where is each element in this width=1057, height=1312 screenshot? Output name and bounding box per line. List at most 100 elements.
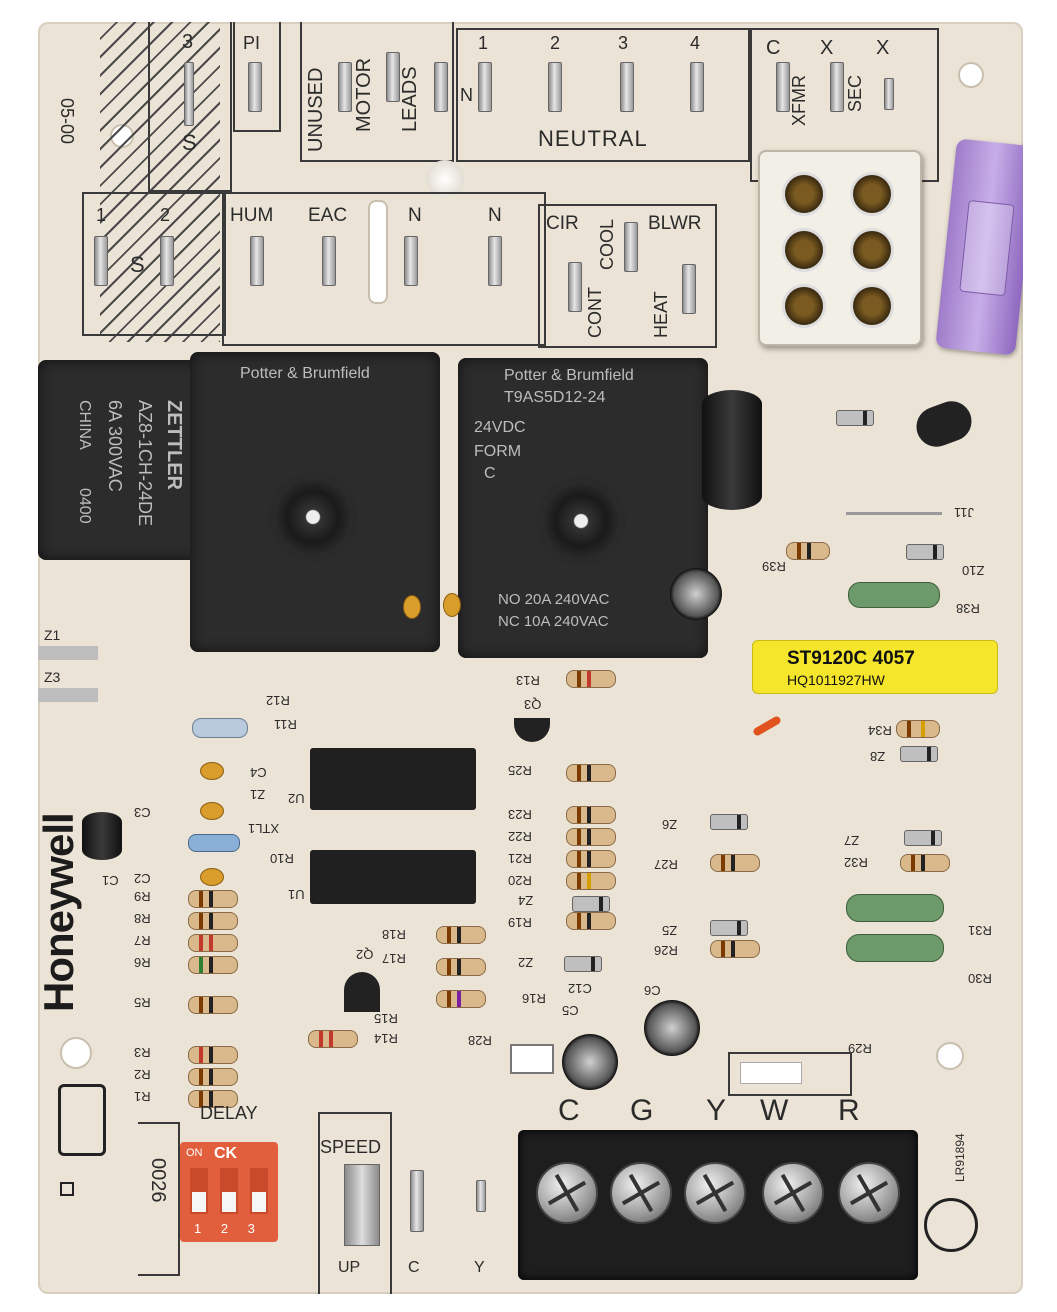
r21-label: R21	[508, 851, 532, 866]
connector-socket-4	[850, 228, 894, 272]
ceramic-cap-mid-1	[403, 595, 421, 619]
neutral-n4: 4	[690, 33, 701, 53]
pin-blwr[interactable]	[682, 264, 696, 314]
mounting-hole-right	[936, 1042, 964, 1070]
r5-label: R5	[134, 995, 151, 1010]
pin-x[interactable]	[884, 78, 894, 110]
dip-toggle-1[interactable]	[190, 1168, 208, 1214]
relay-zettler: ZETTLER AZ8-1CH-24DE 6A 300VAC CHINA 040…	[38, 360, 204, 560]
q2-label: Q2	[356, 947, 374, 962]
pin-neutral-4[interactable]	[690, 62, 704, 112]
silk-box-dip-code	[138, 1122, 180, 1276]
terminal-screw-c[interactable]	[536, 1162, 598, 1224]
pin-s1[interactable]	[94, 236, 108, 286]
z1-label: Z1	[44, 627, 61, 643]
ceramic-cap-mid-2	[443, 593, 461, 617]
cir-label: CIR	[546, 213, 579, 234]
pin-hum[interactable]	[250, 236, 264, 286]
ceramic-cap-c3	[200, 802, 224, 820]
resistor-r13	[553, 670, 629, 688]
diode-z5	[710, 920, 748, 936]
power-resistor-r38	[848, 582, 940, 608]
r29-window	[740, 1062, 802, 1084]
r17-label: R17	[382, 951, 406, 966]
pin-s2[interactable]	[160, 236, 174, 286]
brand-logo-honeywell: Honeywell	[38, 813, 82, 1012]
pin-sec[interactable]	[830, 62, 844, 112]
sticker-line2: HQ1011927HW	[787, 672, 885, 688]
silk-box-hum-eac	[222, 192, 546, 346]
diode-z10	[906, 544, 944, 560]
pin-top-left[interactable]	[184, 62, 194, 126]
pin-unused-3[interactable]	[434, 62, 448, 112]
c5-label: C5	[562, 1003, 579, 1018]
resistor-r34	[883, 720, 953, 738]
dip-toggle-3[interactable]	[250, 1168, 268, 1214]
dip-code-label: 0026	[147, 1158, 169, 1203]
pin-neutral-1[interactable]	[478, 62, 492, 112]
r6-label: R6	[134, 955, 151, 970]
dip-toggle-2[interactable]	[220, 1168, 238, 1214]
relay3-form: FORM	[474, 443, 522, 460]
pin-cool[interactable]	[624, 222, 638, 272]
pin-unused-1[interactable]	[338, 62, 352, 112]
terminal-label-w: W	[760, 1094, 789, 1127]
small-square-marker	[60, 1182, 74, 1196]
pin-eac[interactable]	[322, 236, 336, 286]
resistor-r14	[295, 1030, 371, 1048]
r13-label: R13	[516, 673, 540, 688]
c6-label: C6	[644, 983, 661, 998]
relay3-voltage: 24VDC	[474, 419, 526, 436]
mounting-hole-top-right	[958, 62, 984, 88]
pin-xfmr[interactable]	[776, 62, 790, 112]
r16-label: R16	[522, 991, 546, 1006]
relay1-brand: ZETTLER	[163, 400, 185, 490]
dip-switch[interactable]: ON CK 1 2 3	[180, 1142, 278, 1242]
blwr-label: BLWR	[648, 213, 702, 234]
diode-z7	[904, 830, 942, 846]
y-label: Y	[474, 1259, 485, 1276]
board-code-label: 05-00	[57, 98, 77, 145]
resistor-r23	[553, 806, 629, 824]
capacitor-c6	[644, 1000, 700, 1056]
y-pin[interactable]	[476, 1180, 486, 1212]
resistor-r18	[423, 926, 499, 944]
terminal-screw-g[interactable]	[610, 1162, 672, 1224]
terminal-label-c: C	[558, 1094, 580, 1127]
r39-label: R39	[762, 559, 786, 574]
resistor-r27	[697, 854, 773, 872]
hatched-keepout-top-left	[100, 22, 220, 342]
pin-neutral-3[interactable]	[620, 62, 634, 112]
silk-box-pi	[233, 22, 281, 132]
pin-cir[interactable]	[568, 262, 582, 312]
mounting-hole-left	[60, 1037, 92, 1069]
pin-n1[interactable]	[404, 236, 418, 286]
c3-label: C3	[134, 805, 151, 820]
r18-label: R18	[382, 927, 406, 942]
six-pin-connector[interactable]	[758, 150, 922, 346]
standoff-post	[426, 160, 464, 198]
terminal-screw-w[interactable]	[762, 1162, 824, 1224]
pin3-label: 3	[182, 31, 194, 53]
terminal-screw-r[interactable]	[838, 1162, 900, 1224]
blade-fuse[interactable]	[935, 138, 1023, 356]
r22-label: R22	[508, 829, 532, 844]
speed-up-terminal[interactable]	[344, 1164, 380, 1246]
r7-label: R7	[134, 933, 151, 948]
pin-n2[interactable]	[488, 236, 502, 286]
r20-label: R20	[508, 873, 532, 888]
resistor-r39	[773, 542, 843, 560]
pin-unused-2[interactable]	[386, 52, 400, 102]
capacitor-c5	[562, 1034, 618, 1090]
dip-on-label: ON	[186, 1147, 203, 1159]
resistor-r8	[175, 912, 251, 930]
sec-label: SEC	[845, 74, 865, 112]
r8-label: R8	[134, 911, 151, 926]
relay2-brand: Potter & Brumfield	[240, 365, 370, 382]
r32-label: R32	[844, 855, 868, 870]
pin-neutral-2[interactable]	[548, 62, 562, 112]
terminal-screw-y[interactable]	[684, 1162, 746, 1224]
pin-pi[interactable]	[248, 62, 262, 112]
terminal-label-g: G	[630, 1094, 654, 1127]
speed-c-pin[interactable]	[410, 1170, 424, 1232]
